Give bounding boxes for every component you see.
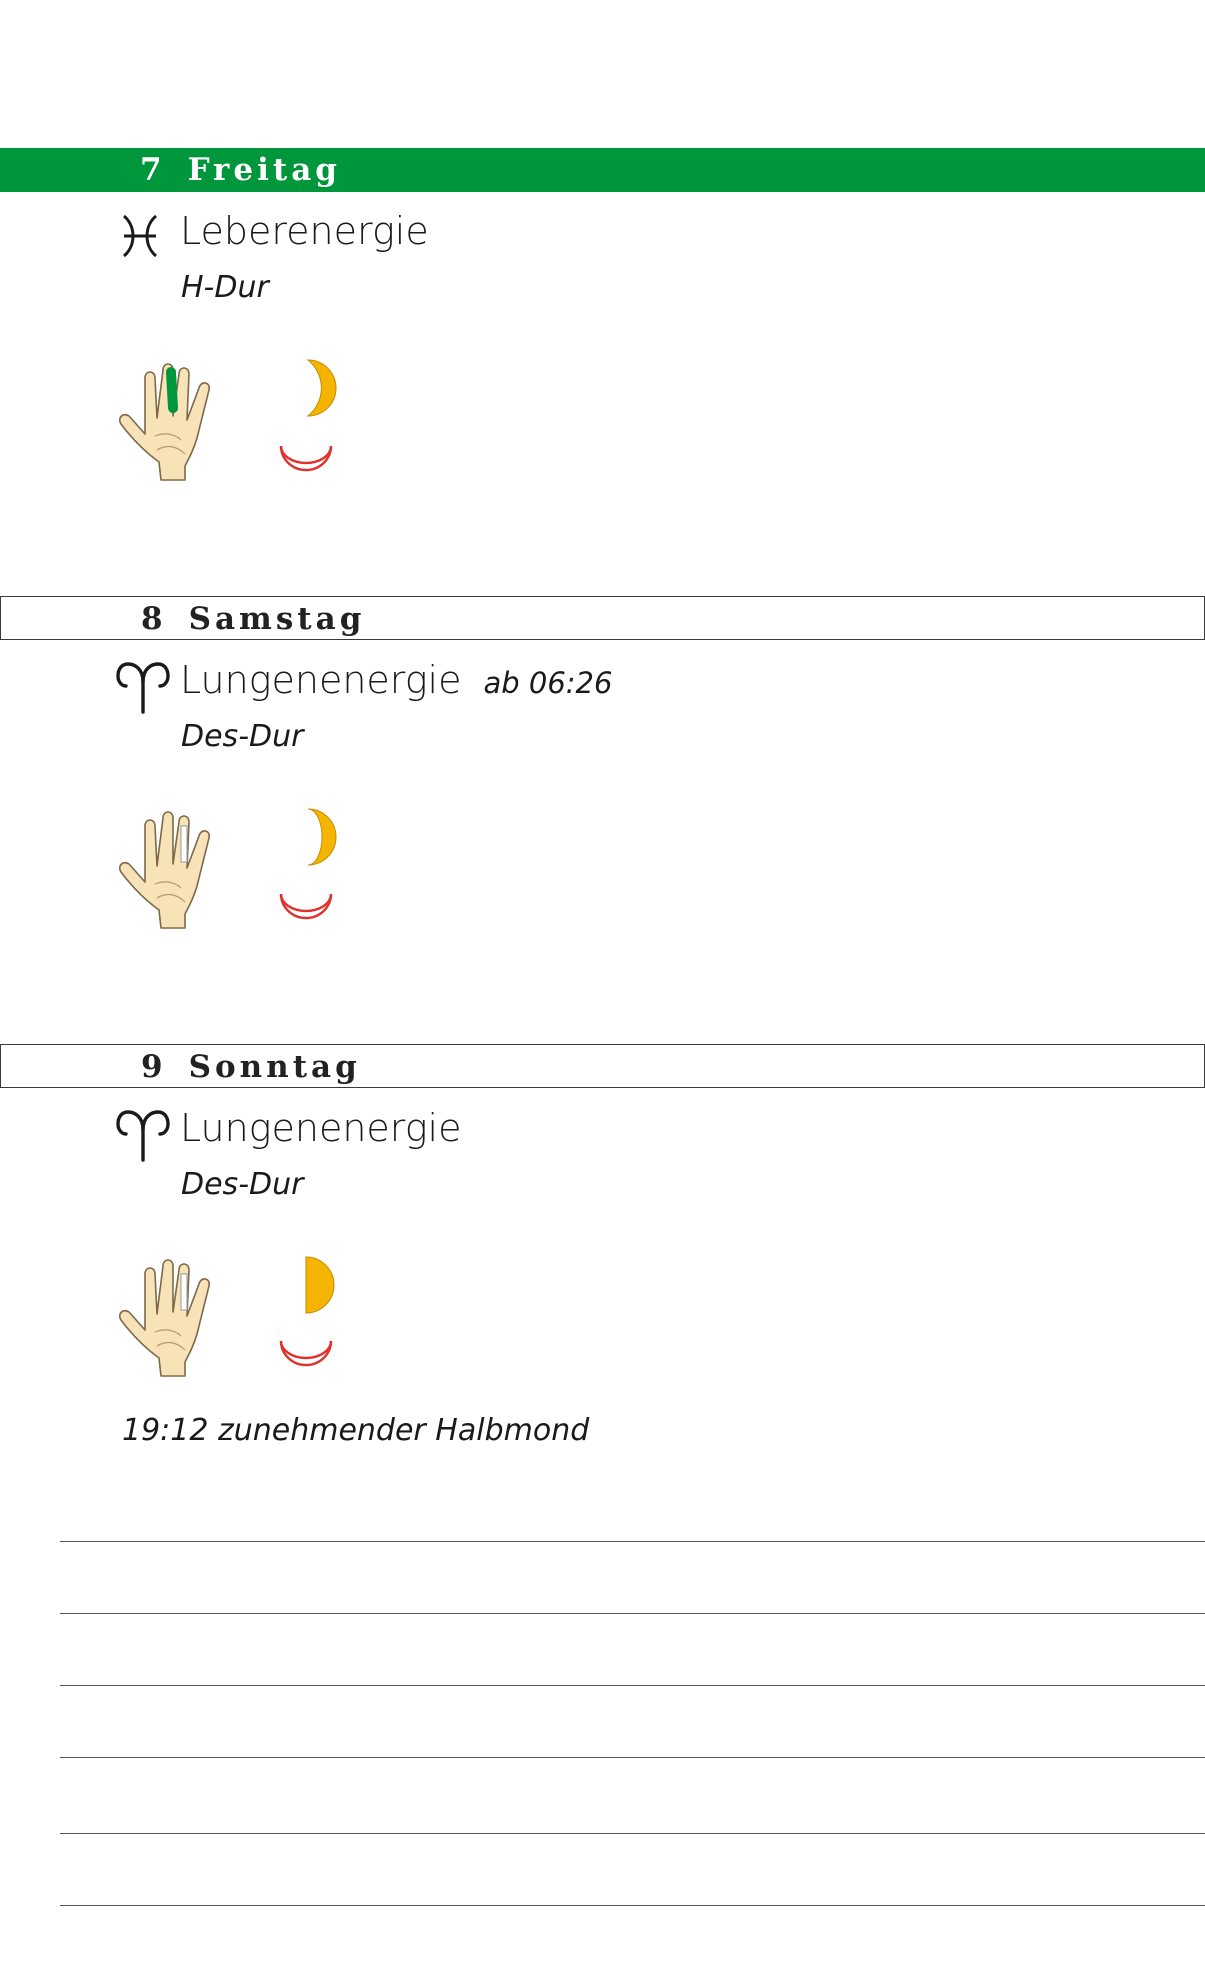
moon-phase-icon xyxy=(307,808,337,866)
music-key: Des-Dur xyxy=(181,1167,304,1202)
weekday: Sonntag xyxy=(188,1049,361,1085)
aries-icon xyxy=(116,1110,170,1162)
aries-icon xyxy=(116,662,170,714)
hand-icon xyxy=(118,1259,211,1377)
hand-ring-finger-icon xyxy=(118,363,211,481)
energy-start-time: ab 06:26 xyxy=(483,666,613,700)
day-number: 8 xyxy=(141,601,167,637)
day-number: 7 xyxy=(140,152,166,188)
day-header-9: 9 Sonntag xyxy=(0,1044,1205,1088)
music-key: Des-Dur xyxy=(181,719,304,754)
day-number: 9 xyxy=(141,1049,167,1085)
note-line xyxy=(60,1757,1205,1758)
half-moon-icon xyxy=(305,1256,335,1314)
weekday: Freitag xyxy=(187,152,341,188)
ascending-moon-icon xyxy=(279,893,333,920)
note-line xyxy=(60,1541,1205,1542)
moon-phase-icon xyxy=(306,359,337,417)
day-header-7: 7 Freitag xyxy=(0,148,1205,192)
note-line xyxy=(60,1905,1205,1906)
weekday: Samstag xyxy=(188,601,366,637)
ascending-moon-icon xyxy=(279,1340,333,1367)
hand-icon xyxy=(118,811,211,929)
note-line xyxy=(60,1613,1205,1614)
pisces-icon xyxy=(122,214,158,258)
energy-label: Lungenenergie xyxy=(180,1106,462,1150)
ascending-moon-icon xyxy=(279,445,333,472)
day-header-8: 8 Samstag xyxy=(0,596,1205,640)
note-line xyxy=(60,1833,1205,1834)
music-key: H-Dur xyxy=(181,270,269,305)
energy-label: Leberenergie xyxy=(180,209,429,253)
note-line xyxy=(60,1685,1205,1686)
moon-phase-note: 19:12 zunehmender Halbmond xyxy=(122,1413,590,1448)
